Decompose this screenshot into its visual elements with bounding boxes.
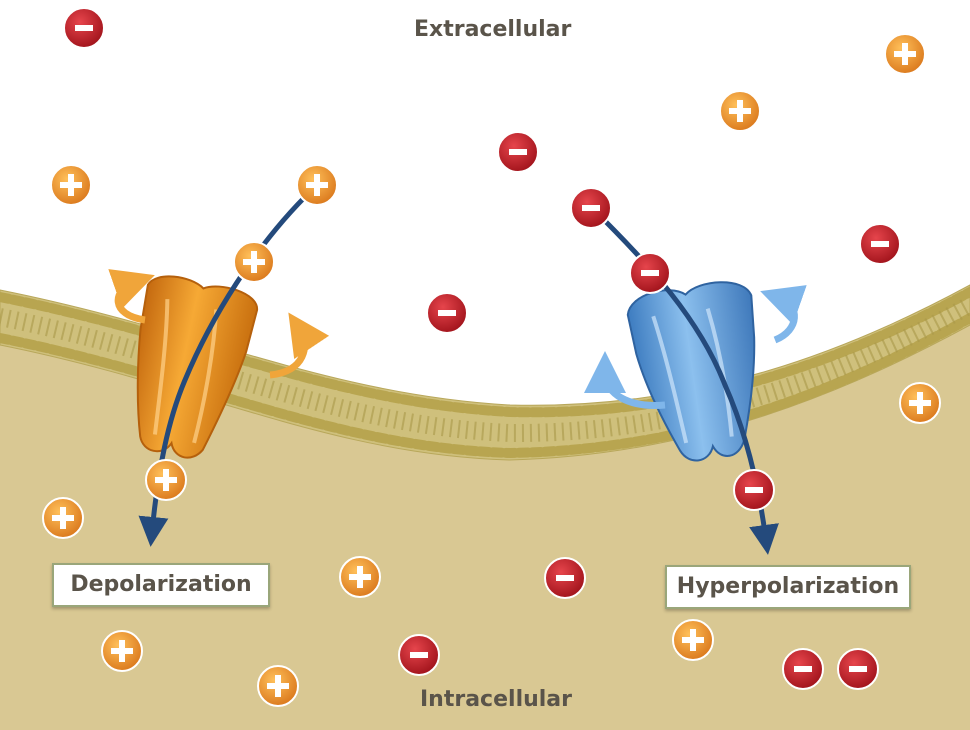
anion-ion — [497, 131, 539, 173]
cation-ion — [899, 382, 941, 424]
extracellular-label: Extracellular — [414, 17, 572, 42]
cation-ion — [719, 90, 761, 132]
anion-ion — [570, 187, 612, 229]
cation-ion — [257, 665, 299, 707]
cation-ion — [42, 497, 84, 539]
cation-ion — [101, 630, 143, 672]
cation-ion — [672, 619, 714, 661]
anion-ion — [782, 648, 824, 690]
cation-ion — [50, 164, 92, 206]
anion-channel-curl-left — [584, 351, 666, 409]
anion-ion — [398, 634, 440, 676]
cation-ion — [339, 556, 381, 598]
cation-channel-curl-left — [108, 269, 155, 324]
cation-ion — [884, 33, 926, 75]
anion-ion — [426, 292, 468, 334]
anion-ions — [63, 7, 901, 690]
anion-ion — [859, 223, 901, 265]
cation-ions — [42, 33, 941, 707]
cation-ion — [296, 164, 338, 206]
depolarization-label: Depolarization — [52, 563, 270, 607]
cation-channel-curl-right — [269, 312, 330, 379]
intracellular-label: Intracellular — [420, 687, 573, 712]
cation-ion — [233, 241, 275, 283]
hyperpolarization-label: Hyperpolarization — [665, 565, 911, 609]
anion-ion — [733, 469, 775, 511]
anion-ion — [63, 7, 105, 49]
anion-ion — [629, 252, 671, 294]
anion-ion — [837, 648, 879, 690]
cation-ion — [145, 459, 187, 501]
anion-ion — [544, 557, 586, 599]
anion-channel-curl-right — [760, 285, 807, 344]
